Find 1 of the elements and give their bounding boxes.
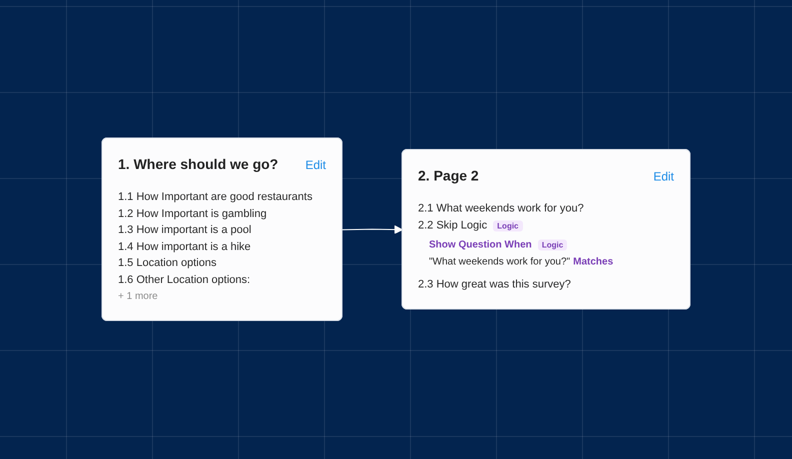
arrow — [342, 225, 403, 234]
